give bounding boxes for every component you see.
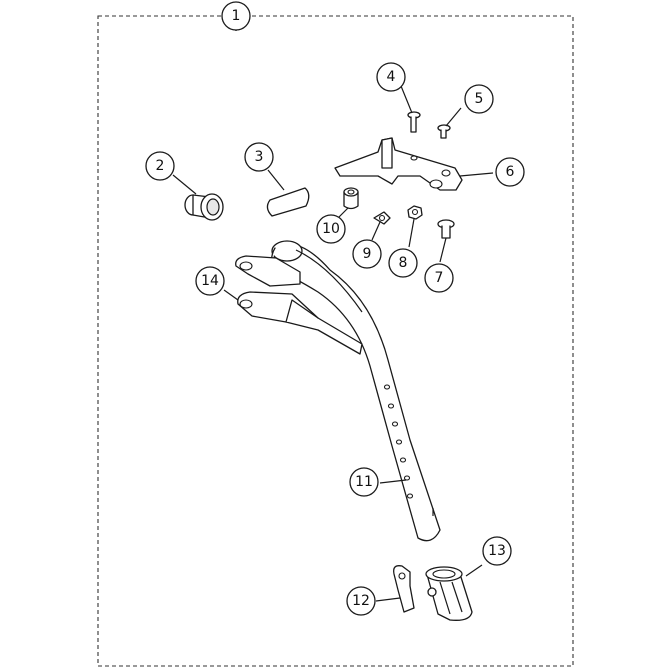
callout-4-label: 4 [387, 69, 396, 85]
callout-6: 6 [495, 157, 525, 187]
callout-2-label: 2 [156, 158, 165, 174]
part-6-bracket [334, 137, 463, 191]
callout-12: 12 [346, 586, 376, 616]
part-12-lever [393, 565, 415, 613]
callout-14-label: 14 [201, 273, 219, 289]
part-11-tube [270, 240, 441, 542]
part-4-screw [407, 111, 421, 133]
callout-9-label: 9 [363, 246, 372, 262]
part-14-mounting-plates [235, 255, 363, 355]
callout-5-label: 5 [475, 91, 484, 107]
part-3-grip [266, 187, 310, 217]
callout-11: 11 [349, 467, 379, 497]
callout-7: 7 [424, 263, 454, 293]
callout-12-label: 12 [352, 593, 370, 609]
callout-7-label: 7 [435, 270, 444, 286]
part-9-clip [373, 211, 391, 225]
callout-9: 9 [352, 239, 382, 269]
callout-1: 1 [221, 1, 251, 31]
callout-11-label: 11 [355, 474, 373, 490]
part-2-bushing [184, 193, 224, 221]
callout-8-label: 8 [399, 255, 408, 271]
callout-6-label: 6 [506, 164, 515, 180]
callout-10: 10 [316, 214, 346, 244]
part-8-nut [407, 205, 423, 220]
callout-1-label: 1 [232, 8, 241, 24]
callout-10-label: 10 [322, 221, 340, 237]
callout-4: 4 [376, 62, 406, 92]
callout-8: 8 [388, 248, 418, 278]
callout-3-label: 3 [255, 149, 264, 165]
part-7-bolt [437, 219, 455, 239]
assembly-boundary-frame [97, 15, 574, 667]
callout-13: 13 [482, 536, 512, 566]
callout-5: 5 [464, 84, 494, 114]
leader-lines [172, 16, 494, 602]
callout-14: 14 [195, 266, 225, 296]
callout-2: 2 [145, 151, 175, 181]
part-13-clamp [425, 566, 473, 621]
part-10-spacer [343, 187, 359, 210]
callout-13-label: 13 [488, 543, 506, 559]
part-5-screw [437, 124, 451, 139]
callout-3: 3 [244, 142, 274, 172]
